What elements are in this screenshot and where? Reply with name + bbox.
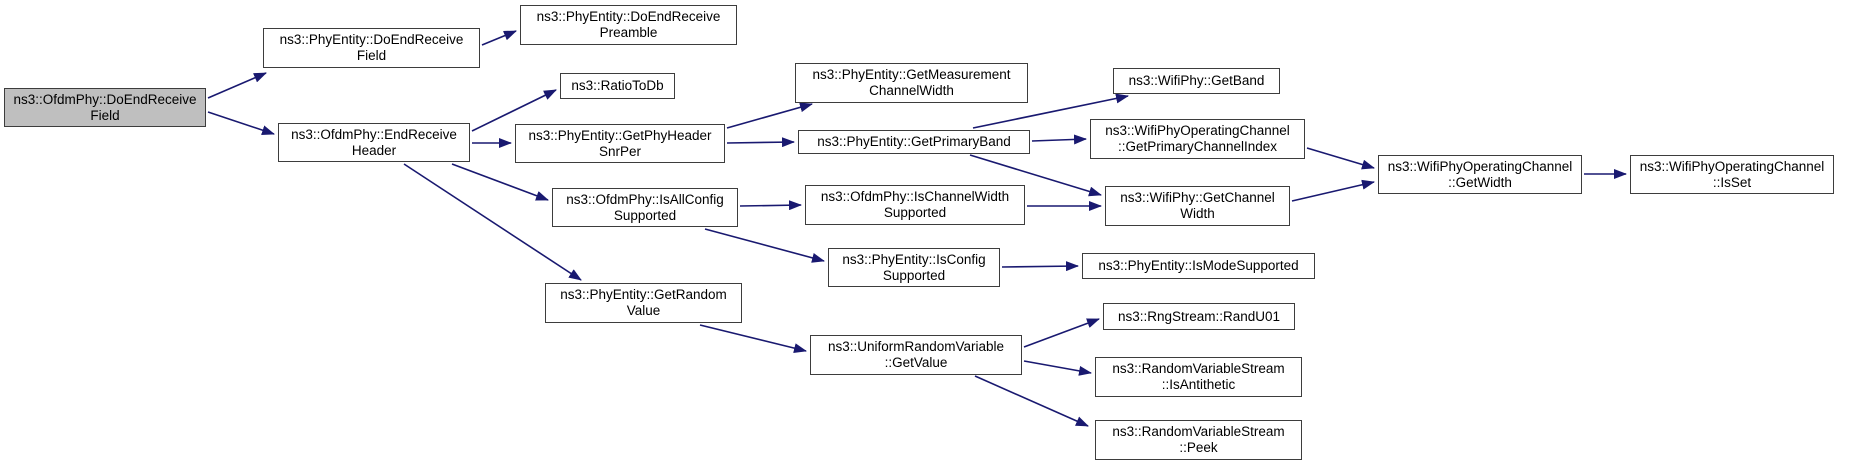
node-phy-getprimaryband[interactable]: ns3::PhyEntity::GetPrimaryBand <box>798 130 1030 154</box>
edge-wpoc-getprimarychannelindex-to-wpoc-getwidth <box>1306 147 1375 170</box>
node-wpoc-getprimarychannelindex[interactable]: ns3::WifiPhyOperatingChannel::GetPrimary… <box>1090 119 1305 159</box>
node-wifiphy-getband[interactable]: ns3::WifiPhy::GetBand <box>1113 68 1280 94</box>
node-label-line: ns3::PhyEntity::IsConfig <box>842 251 986 267</box>
node-label-line: ns3::RandomVariableStream <box>1112 424 1285 439</box>
node-label-line: ns3::RatioToDb <box>571 78 664 93</box>
node-label-line: ns3::OfdmPhy::IsAllConfig <box>566 191 724 207</box>
node-label-line: Supported <box>883 205 947 220</box>
edge-phy-getphyheadersnrper-to-phy-getmeasurementchannelwidth <box>726 102 813 129</box>
node-label-line: ns3::WifiPhy::GetChannel <box>1120 190 1275 205</box>
edge-phy-doendreceivefield-to-phy-doendreceivepreamble <box>481 30 517 46</box>
node-label-line: Supported <box>613 207 677 223</box>
node-ratiotodb[interactable]: ns3::RatioToDb <box>560 73 675 99</box>
edge-urv-getvalue-to-rngstream-randu01 <box>1023 318 1100 348</box>
node-label-line: ::IsSet <box>1712 174 1752 190</box>
edge-phy-isconfigsupported-to-phy-ismodesupported <box>1001 261 1079 272</box>
node-rvs-isantithetic[interactable]: ns3::RandomVariableStream::IsAntithetic <box>1095 357 1302 397</box>
node-label-line: Field <box>356 48 387 63</box>
edge-ofdm-isallconfigsupported-to-ofdm-ischannelwidthsupported <box>739 200 802 211</box>
node-label-line: ns3::PhyEntity::GetPrimaryBand <box>817 134 1011 149</box>
edge-ofdm-doendreceivefield-to-ofdm-endreceiveheader <box>207 111 275 135</box>
edge-urv-getvalue-to-rvs-isantithetic <box>1023 360 1092 376</box>
node-urv-getvalue[interactable]: ns3::UniformRandomVariable::GetValue <box>810 335 1022 375</box>
node-rvs-peek[interactable]: ns3::RandomVariableStream::Peek <box>1095 420 1302 460</box>
node-label-line: ::GetWidth <box>1448 174 1512 190</box>
node-rngstream-randu01[interactable]: ns3::RngStream::RandU01 <box>1103 303 1295 330</box>
node-label-line: Preamble <box>599 25 658 40</box>
edge-ofdm-isallconfigsupported-to-phy-isconfigsupported <box>704 228 825 263</box>
node-label-line: ns3::OfdmPhy::DoEndReceive <box>13 91 197 107</box>
node-label-line: SnrPer <box>598 143 642 159</box>
node-label-line: ns3::PhyEntity::GetPhyHeader <box>528 127 712 143</box>
node-label-line: Value <box>626 303 661 318</box>
edge-phy-getprimaryband-to-wpoc-getprimarychannelindex <box>1031 134 1087 145</box>
edge-ofdm-endreceiveheader-to-ofdm-isallconfigsupported <box>451 163 549 201</box>
node-label-line: ::GetPrimaryChannelIndex <box>1117 139 1278 154</box>
edge-wifiphy-getchannelwidth-to-wpoc-getwidth <box>1291 179 1375 202</box>
node-label-line: ns3::PhyEntity::GetMeasurement <box>812 67 1011 82</box>
node-label-line: ns3::RandomVariableStream <box>1112 361 1285 376</box>
node-label-line: Supported <box>882 267 946 283</box>
node-label-line: ns3::WifiPhyOperatingChannel <box>1639 158 1825 174</box>
node-label-line: ns3::UniformRandomVariable <box>827 339 1005 354</box>
node-label-line: ns3::OfdmPhy::IsChannelWidth <box>820 189 1010 204</box>
node-label-line: ns3::WifiPhyOperatingChannel <box>1387 158 1573 174</box>
node-label-line: ::GetValue <box>884 355 948 370</box>
edge-ofdm-doendreceivefield-to-phy-doendreceivefield <box>207 72 267 99</box>
node-label-line: ns3::WifiPhy::GetBand <box>1128 73 1265 88</box>
edge-urv-getvalue-to-rvs-peek <box>974 375 1089 427</box>
edge-phy-getrandomvalue-to-urv-getvalue <box>699 324 807 353</box>
node-label-line: ns3::PhyEntity::DoEndReceive <box>279 32 464 47</box>
node-label-line: ns3::WifiPhyOperatingChannel <box>1105 123 1290 138</box>
node-label-line: ns3::PhyEntity::GetRandom <box>560 287 727 302</box>
node-label-line: ::IsAntithetic <box>1161 377 1236 392</box>
node-label-line: Field <box>90 107 120 123</box>
node-label-line: ::Peek <box>1179 440 1218 455</box>
node-label-line: ns3::PhyEntity::IsModeSupported <box>1098 258 1299 273</box>
node-label-line: ns3::RngStream::RandU01 <box>1117 308 1281 324</box>
node-label-line: ns3::PhyEntity::DoEndReceive <box>536 9 721 24</box>
node-label-line: Header <box>351 142 397 158</box>
node-phy-ismodesupported[interactable]: ns3::PhyEntity::IsModeSupported <box>1082 253 1315 279</box>
node-label-line: ChannelWidth <box>869 83 954 98</box>
node-wpoc-getwidth[interactable]: ns3::WifiPhyOperatingChannel::GetWidth <box>1378 155 1582 194</box>
edge-phy-getphyheadersnrper-to-phy-getprimaryband <box>726 137 795 148</box>
node-label-line: Width <box>1180 206 1215 221</box>
node-label-line: ns3::OfdmPhy::EndReceive <box>291 126 457 142</box>
node-wpoc-isset[interactable]: ns3::WifiPhyOperatingChannel::IsSet <box>1630 155 1834 194</box>
